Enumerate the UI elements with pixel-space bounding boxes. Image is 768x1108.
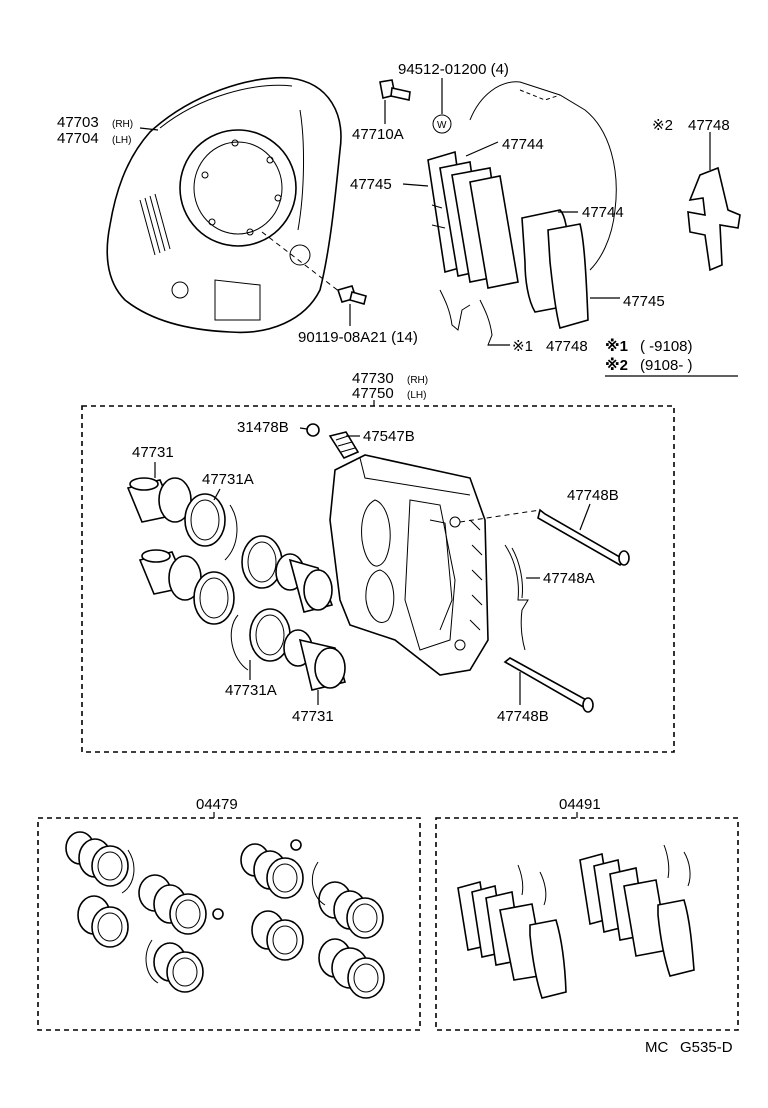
- label-washer-symbol: W: [437, 120, 447, 131]
- label-47710a: 47710A: [352, 126, 404, 143]
- clip-47748-type1-drawing: [439, 289, 502, 346]
- caliper-body-drawing: [329, 454, 489, 676]
- note2-mark: ※2: [605, 356, 628, 374]
- note1-text: ( -9108): [640, 338, 693, 355]
- pad-set-outer-drawing: [521, 209, 589, 329]
- dust-shield-drawing: [106, 76, 342, 334]
- bleeder-47547b-drawing: [328, 431, 360, 460]
- label-note2-mark-top: ※2: [652, 117, 673, 134]
- label-47703-side: (RH): [112, 119, 133, 130]
- label-47731a-a: 47731A: [202, 471, 254, 488]
- label-47748b-b: 47748B: [497, 708, 549, 725]
- label-47750-side: (LH): [407, 390, 426, 401]
- pad-set-inner-drawing: [427, 150, 519, 289]
- label-04491: 04491: [559, 796, 601, 813]
- piston-seal-group-drawing: [126, 477, 347, 691]
- cap-31478b-drawing: [306, 423, 320, 437]
- label-04479: 04479: [196, 796, 238, 813]
- label-47731-b: 47731: [292, 708, 334, 725]
- note2-text: (9108- ): [640, 357, 693, 374]
- caliper-outline-top: [469, 81, 617, 271]
- label-47744-a: 47744: [502, 136, 544, 153]
- label-47731a-b: 47731A: [225, 682, 277, 699]
- kit-04491-pads-drawing: [457, 844, 695, 999]
- pin-47748b-top-drawing: [537, 508, 630, 566]
- washer-symbol-circle: [432, 114, 452, 134]
- bolt-90119-drawing: [336, 285, 367, 305]
- kit-04479-box: [37, 817, 421, 1031]
- spring-47748a-drawing: [504, 544, 529, 651]
- label-47748-type1: 47748: [546, 338, 588, 355]
- label-47731-a: 47731: [132, 444, 174, 461]
- bolt-47710a-drawing: [379, 79, 411, 101]
- label-47748-type2: 47748: [688, 117, 730, 134]
- label-47745-b: 47745: [623, 293, 665, 310]
- caliper-assembly-box: [81, 405, 675, 753]
- label-47744-b: 47744: [582, 204, 624, 221]
- label-47703: 47703: [57, 114, 99, 131]
- label-47748a: 47748A: [543, 570, 595, 587]
- label-47730: 47730: [352, 370, 394, 387]
- label-note1-mark-clip: ※1: [512, 338, 533, 355]
- label-47745-a: 47745: [350, 176, 392, 193]
- label-47704: 47704: [57, 130, 99, 147]
- kit-04479-seals-drawing: [65, 831, 385, 999]
- clip-47748-type2-drawing: [687, 166, 741, 272]
- label-31478b: 31478B: [237, 419, 289, 436]
- footer-code: G535-D: [680, 1039, 733, 1056]
- label-94512-01200: 94512-01200 (4): [398, 61, 509, 78]
- label-47750: 47750: [352, 385, 394, 402]
- label-47748b-a: 47748B: [567, 487, 619, 504]
- label-90119-08a21: 90119-08A21 (14): [298, 329, 418, 346]
- pin-47748b-bottom-drawing: [503, 657, 594, 713]
- kit-04491-box: [435, 817, 739, 1031]
- label-47704-side: (LH): [112, 135, 131, 146]
- note1-mark: ※1: [605, 337, 628, 355]
- label-47547b: 47547B: [363, 428, 415, 445]
- footer-mc: MC: [645, 1039, 668, 1056]
- label-47730-side: (RH): [407, 375, 428, 386]
